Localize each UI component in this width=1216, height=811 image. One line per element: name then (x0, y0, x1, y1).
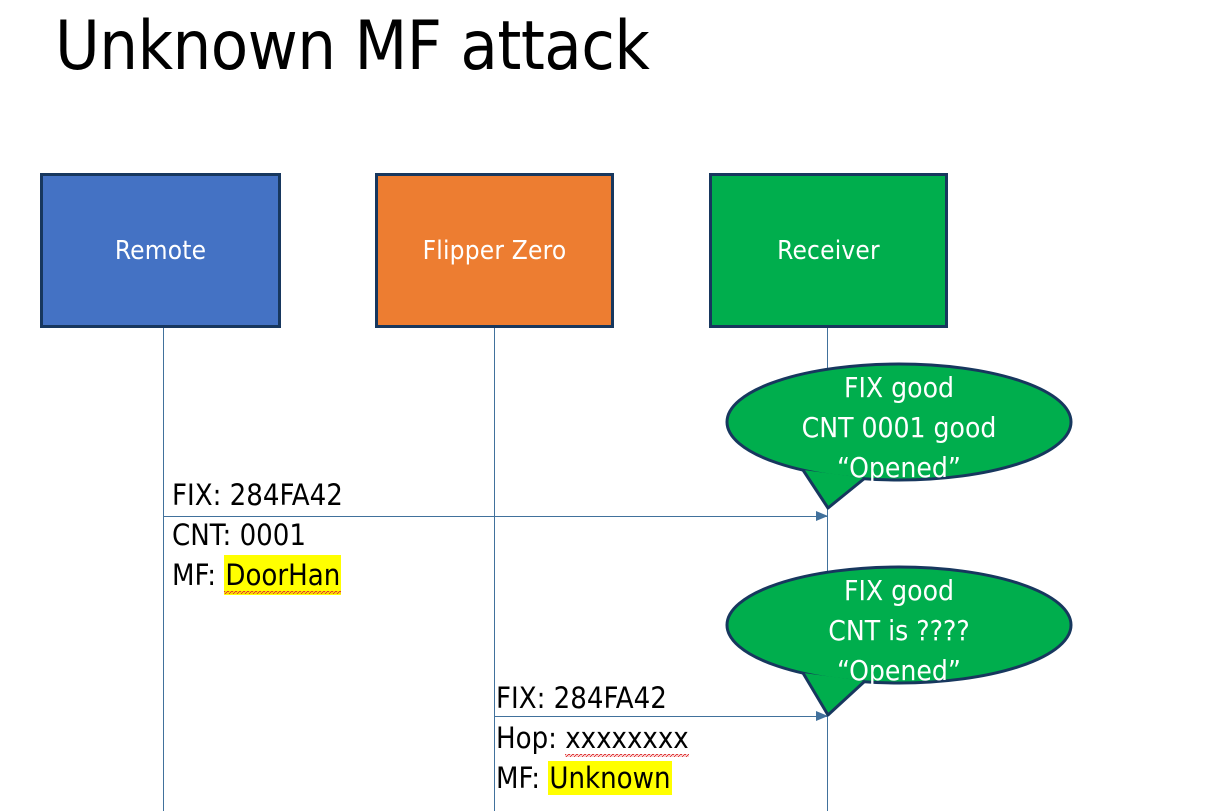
actor-box-receiver[interactable]: Receiver (709, 173, 948, 328)
message-arrow-flipper-to-receiver (494, 711, 828, 721)
actor-label-flipper: Flipper Zero (422, 235, 567, 266)
message-line-label: FIX: (172, 478, 230, 512)
lifeline-flipper (494, 327, 495, 811)
speech-bubble-receiver-response-1[interactable]: FIX good CNT 0001 good “Opened” (725, 362, 1073, 518)
message-arrow-remote-to-receiver (163, 511, 828, 521)
lifeline-receiver (827, 327, 828, 811)
message-line-label: FIX: (496, 681, 554, 715)
message-line-value: 284FA42 (229, 478, 343, 512)
message-line-value: xxxxxxxx (565, 718, 690, 758)
speech-bubble-shape (725, 362, 1073, 510)
actor-label-remote: Remote (114, 235, 207, 266)
message-text-flipper-to-receiver: FIX: 284FA42 Hop: xxxxxxxx MF: Unknown (496, 678, 690, 798)
actor-box-flipper[interactable]: Flipper Zero (375, 173, 614, 328)
message-line-label: MF: (496, 761, 549, 795)
message-line-label: MF: (172, 558, 225, 592)
message-text-remote-to-receiver: FIX: 284FA42 CNT: 0001 MF: DoorHan (172, 475, 343, 595)
message-line-value: 284FA42 (553, 681, 667, 715)
actor-box-remote[interactable]: Remote (40, 173, 281, 328)
speech-bubble-receiver-response-2[interactable]: FIX good CNT is ???? “Opened” (725, 565, 1073, 721)
message-line-label: CNT: (172, 518, 240, 552)
message-line-value: 0001 (239, 518, 306, 552)
message-line: FIX: 284FA42 (496, 678, 689, 718)
message-line-value-highlighted: Unknown (548, 761, 672, 795)
message-line: FIX: 284FA42 (172, 475, 343, 515)
message-line-value-highlighted: DoorHan (224, 555, 342, 595)
message-line: CNT: 0001 (172, 515, 343, 555)
page-title: Unknown MF attack (55, 7, 650, 86)
message-line-label: Hop: (496, 721, 566, 755)
actor-label-receiver: Receiver (777, 235, 880, 266)
lifeline-remote (163, 327, 164, 811)
message-line: MF: DoorHan (172, 555, 343, 595)
message-line: Hop: xxxxxxxx (496, 718, 690, 758)
speech-bubble-shape (725, 565, 1073, 717)
message-line: MF: Unknown (496, 758, 689, 798)
